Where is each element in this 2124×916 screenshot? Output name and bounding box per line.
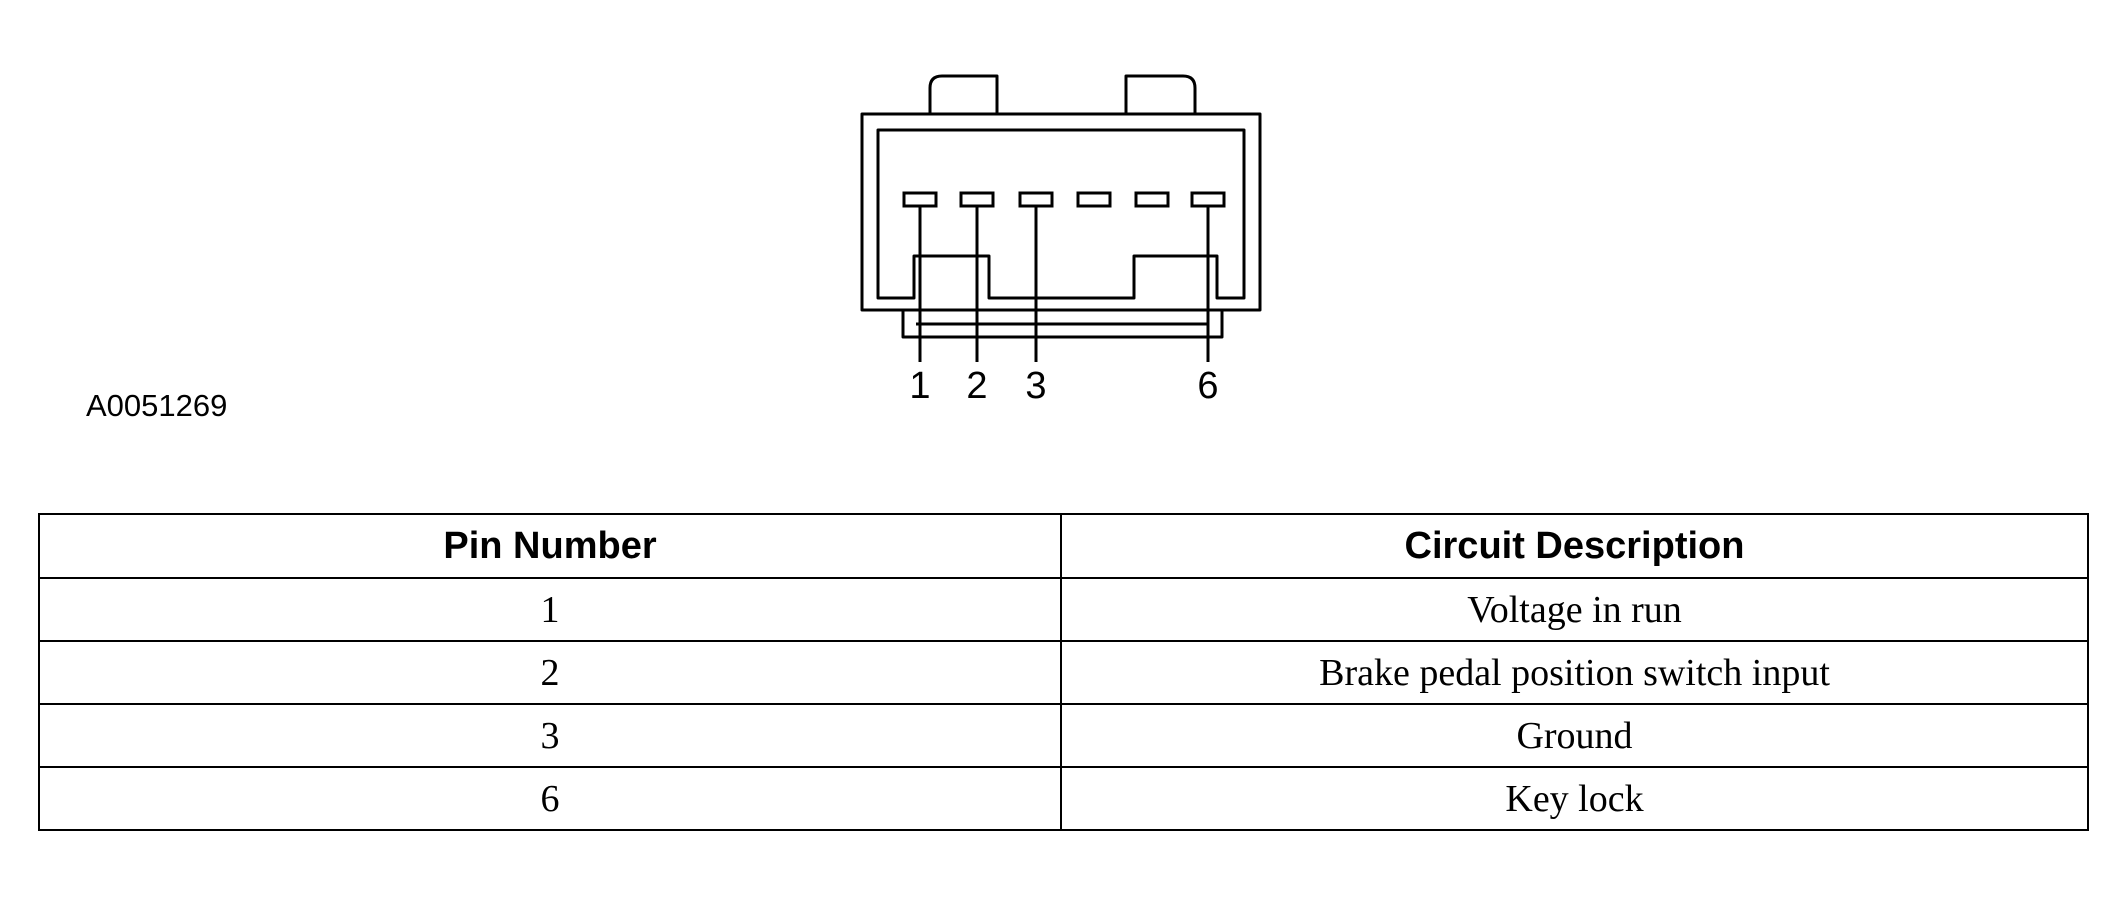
table-row: 2 Brake pedal position switch input xyxy=(38,640,2089,705)
locking-tab-left xyxy=(928,74,999,114)
table-header-row: Pin Number Circuit Description xyxy=(38,513,2089,579)
figure-reference-id: A0051269 xyxy=(86,388,228,423)
header-pin-number: Pin Number xyxy=(38,513,1062,579)
header-circuit-description: Circuit Description xyxy=(1060,513,2089,579)
terminal-group xyxy=(902,191,1226,208)
terminal-6 xyxy=(1190,191,1226,208)
pinout-table: Pin Number Circuit Description 1 Voltage… xyxy=(38,513,2089,831)
terminal-1 xyxy=(902,191,938,208)
terminal-3 xyxy=(1018,191,1054,208)
pin-label: 2 xyxy=(966,365,987,407)
description-cell: Ground xyxy=(1060,703,2089,768)
pin-cell: 1 xyxy=(38,577,1062,642)
pin-label: 1 xyxy=(909,365,930,407)
connector-inner-cavity xyxy=(876,128,1246,300)
terminal-4 xyxy=(1076,191,1112,208)
description-cell: Voltage in run xyxy=(1060,577,2089,642)
pin-label: 3 xyxy=(1025,365,1046,407)
description-cell: Brake pedal position switch input xyxy=(1060,640,2089,705)
table-row: 6 Key lock xyxy=(38,766,2089,831)
pin-cell: 6 xyxy=(38,766,1062,831)
terminal-2 xyxy=(959,191,995,208)
pin-label: 6 xyxy=(1197,365,1218,407)
connector-base-lip xyxy=(901,310,1224,339)
table-row: 1 Voltage in run xyxy=(38,577,2089,642)
locking-tab-right xyxy=(1124,74,1197,114)
connector-outer-housing xyxy=(860,112,1262,312)
table-row: 3 Ground xyxy=(38,703,2089,768)
description-cell: Key lock xyxy=(1060,766,2089,831)
terminal-5 xyxy=(1134,191,1170,208)
pin-cell: 2 xyxy=(38,640,1062,705)
pin-cell: 3 xyxy=(38,703,1062,768)
